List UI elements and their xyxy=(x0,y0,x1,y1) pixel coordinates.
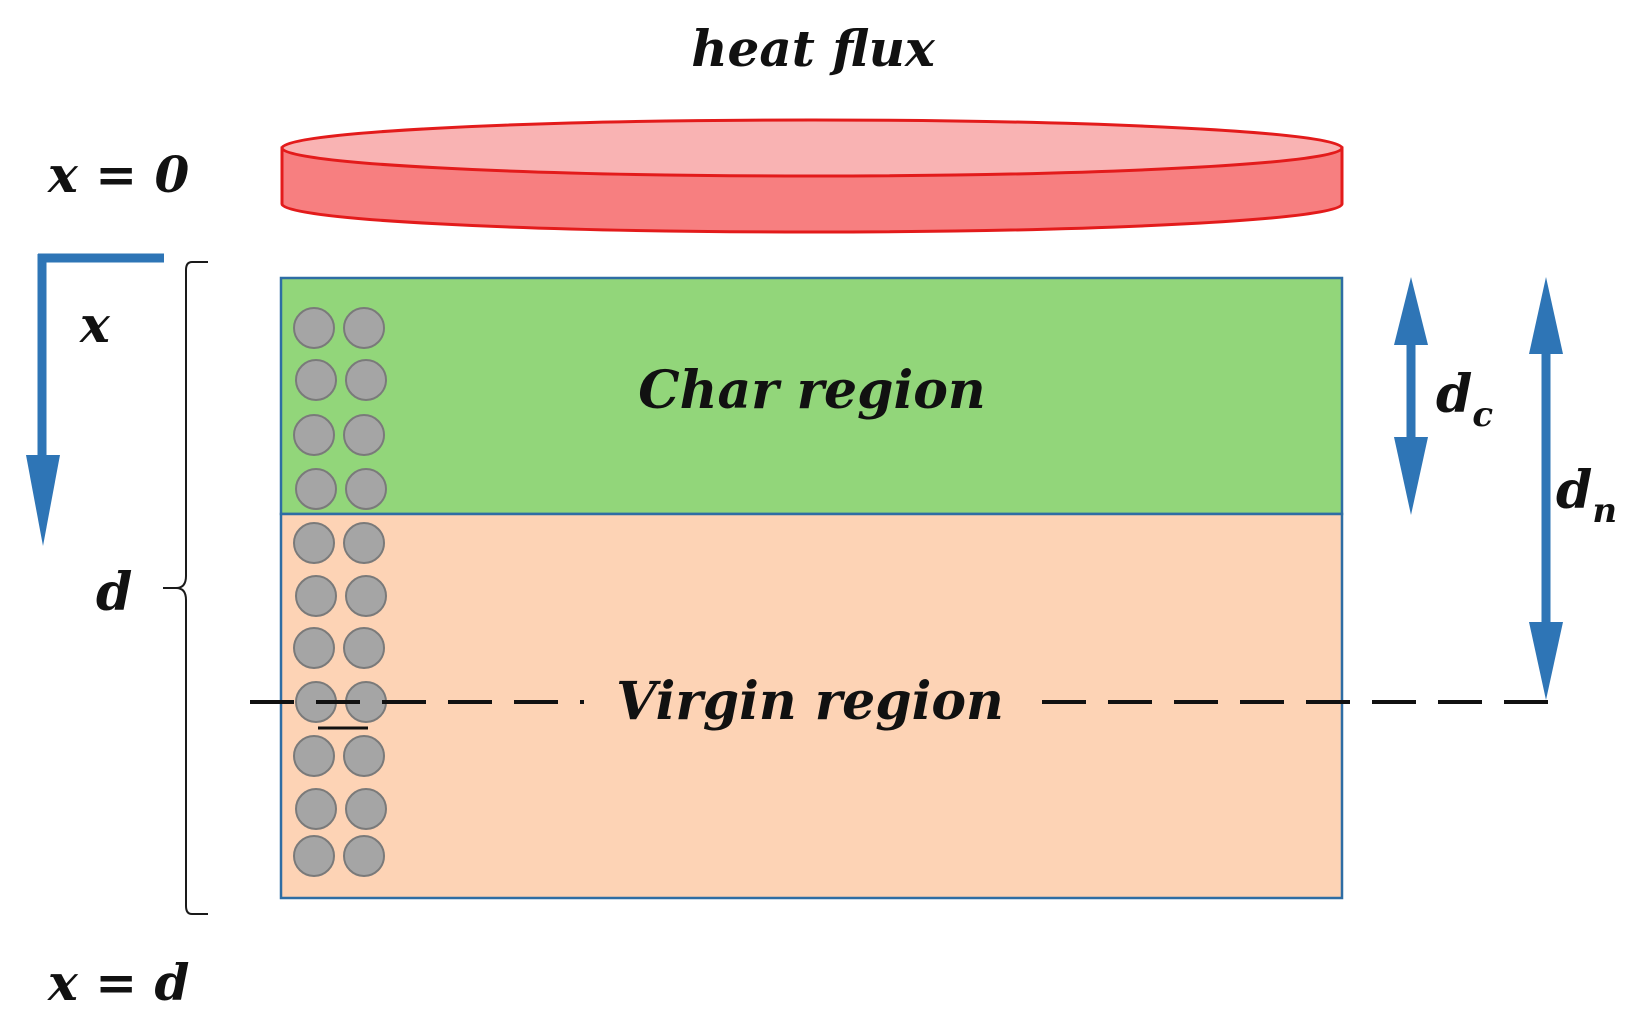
virgin-region-label: Virgin region xyxy=(616,671,1004,732)
dc-label: dc xyxy=(1436,364,1493,435)
x-axis-label: x xyxy=(79,295,111,354)
particle xyxy=(345,468,387,510)
char-depth-arrow xyxy=(1394,277,1428,515)
particle xyxy=(295,359,337,401)
d-label: d xyxy=(96,562,132,623)
particle xyxy=(343,522,385,564)
particle xyxy=(345,788,387,830)
particle xyxy=(293,522,335,564)
particle xyxy=(293,627,335,669)
dc-arrowhead-bottom xyxy=(1394,437,1428,515)
particle xyxy=(345,359,387,401)
dn-label: dn xyxy=(1556,460,1617,531)
front-depth-arrow xyxy=(1529,277,1563,700)
particle xyxy=(343,735,385,777)
x-zero-label: x = 0 xyxy=(47,145,190,204)
heater-top xyxy=(280,118,1344,178)
dn-label-sub: n xyxy=(1592,491,1617,531)
particle xyxy=(343,627,385,669)
particle xyxy=(345,575,387,617)
dc-label-sub: c xyxy=(1472,395,1493,435)
thickness-brace xyxy=(175,261,208,915)
particle xyxy=(295,468,337,510)
dc-label-main: d xyxy=(1436,364,1472,425)
particle xyxy=(293,307,335,349)
x-axis-arrow xyxy=(26,253,164,546)
particle xyxy=(293,735,335,777)
particle xyxy=(293,835,335,877)
x-d-label: x = d xyxy=(47,953,189,1012)
heat-flux-label: heat flux xyxy=(691,19,936,78)
particle xyxy=(343,307,385,349)
particle xyxy=(295,575,337,617)
char-region xyxy=(279,276,1344,516)
dc-arrowhead-top xyxy=(1394,277,1428,345)
particle xyxy=(295,788,337,830)
particle xyxy=(343,414,385,456)
char-region-label: Char region xyxy=(638,360,985,421)
dn-label-main: d xyxy=(1556,460,1592,521)
particle-column xyxy=(293,307,387,877)
axis-arrowhead xyxy=(26,455,60,546)
particle xyxy=(343,835,385,877)
dn-arrowhead-bottom xyxy=(1529,622,1563,700)
heat-source-disc xyxy=(280,118,1344,234)
virgin-label-backdrop xyxy=(584,672,1024,730)
particle xyxy=(293,414,335,456)
dn-arrowhead-top xyxy=(1529,277,1563,354)
